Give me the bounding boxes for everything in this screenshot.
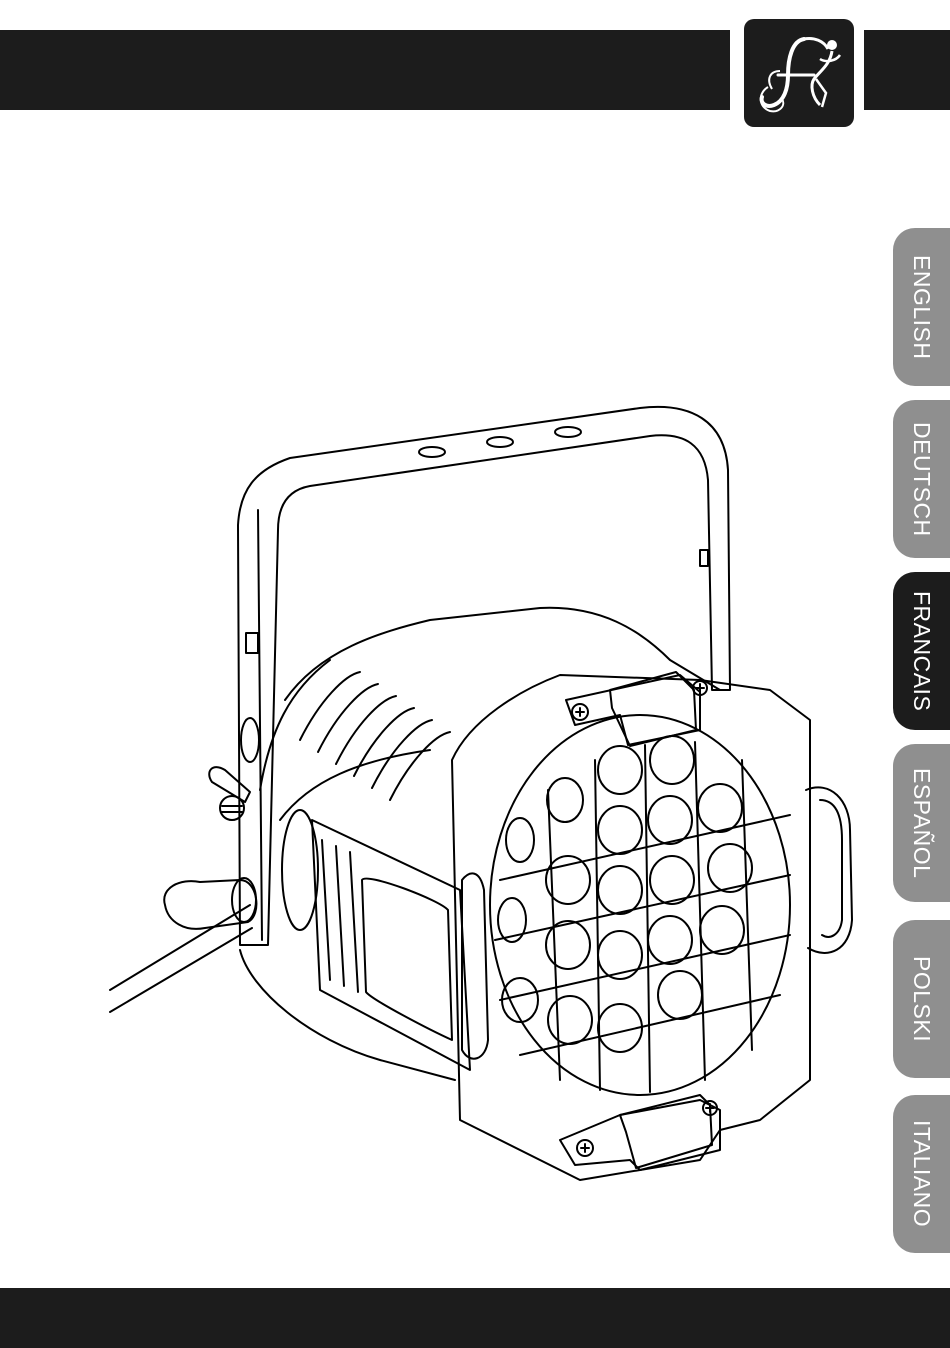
header-bar-right [864,30,950,110]
tab-label: DEUTSCH [908,422,935,537]
tab-francais[interactable]: FRANCAIS [893,572,950,730]
tab-label: ESPAÑOL [908,768,935,878]
tab-english[interactable]: ENGLISH [893,228,950,386]
footer-bar [0,1288,950,1348]
tab-espanol[interactable]: ESPAÑOL [893,744,950,902]
tab-polski[interactable]: POLSKI [893,920,950,1078]
tab-italiano[interactable]: ITALIANO [893,1095,950,1253]
tab-label: ENGLISH [908,255,935,359]
tab-deutsch[interactable]: DEUTSCH [893,400,950,558]
tab-label: POLSKI [908,956,935,1042]
tab-label: FRANCAIS [908,591,935,711]
tab-label: ITALIANO [908,1120,935,1227]
led-par-spotlight-icon [0,0,870,1200]
